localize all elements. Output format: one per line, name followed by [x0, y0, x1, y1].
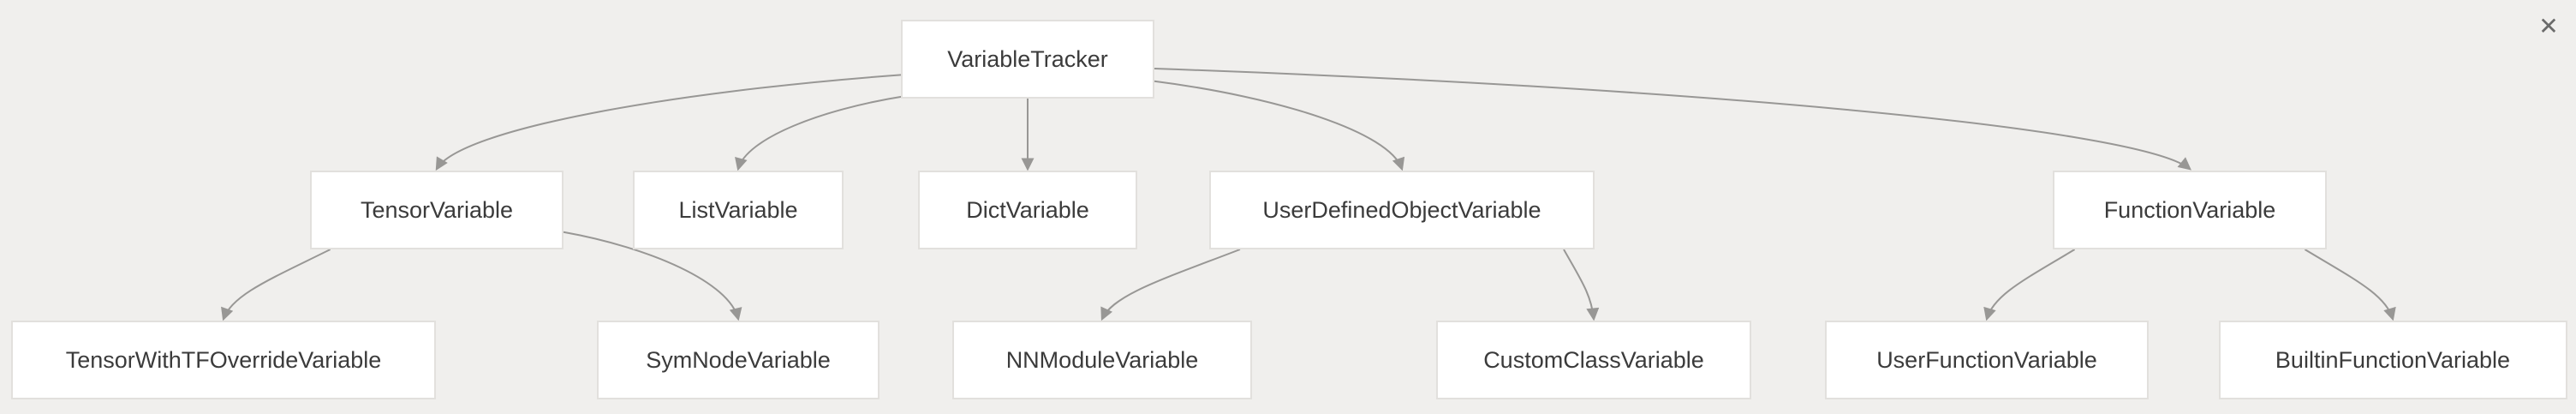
edge-variable-tracker-to-tensor-variable: [435, 74, 902, 171]
edge-tensor-variable-to-tensor-with-tf-override-variable: [221, 249, 331, 321]
node-custom-class-variable: CustomClassVariable: [1436, 321, 1751, 399]
edge-function-variable-to-user-function-variable: [1983, 249, 2076, 321]
node-list-variable: ListVariable: [633, 171, 844, 249]
node-sym-node-variable: SymNodeVariable: [597, 321, 880, 399]
close-icon: ✕: [2538, 12, 2559, 39]
node-builtin-function-variable: BuiltinFunctionVariable: [2218, 321, 2567, 399]
node-tensor-with-tf-override-variable: TensorWithTFOverrideVariable: [11, 321, 436, 399]
edge-variable-tracker-to-user-defined-object-variable: [1154, 80, 1405, 171]
edge-user-defined-object-variable-to-nn-module-variable: [1100, 249, 1241, 321]
node-dict-variable: DictVariable: [918, 171, 1137, 249]
node-user-defined-object-variable: UserDefinedObjectVariable: [1209, 171, 1595, 249]
close-button[interactable]: ✕: [2530, 7, 2567, 45]
edge-variable-tracker-to-function-variable: [1154, 68, 2191, 171]
edge-tensor-variable-to-sym-node-variable: [563, 231, 742, 321]
edge-function-variable-to-builtin-function-variable: [2304, 249, 2396, 321]
edge-user-defined-object-variable-to-custom-class-variable: [1563, 249, 1600, 321]
node-user-function-variable: UserFunctionVariable: [1825, 321, 2149, 399]
node-function-variable: FunctionVariable: [2053, 171, 2327, 249]
node-tensor-variable: TensorVariable: [310, 171, 564, 249]
node-nn-module-variable: NNModuleVariable: [952, 321, 1252, 399]
edge-variable-tracker-to-list-variable: [735, 95, 905, 171]
node-variable-tracker: VariableTracker: [901, 20, 1154, 99]
